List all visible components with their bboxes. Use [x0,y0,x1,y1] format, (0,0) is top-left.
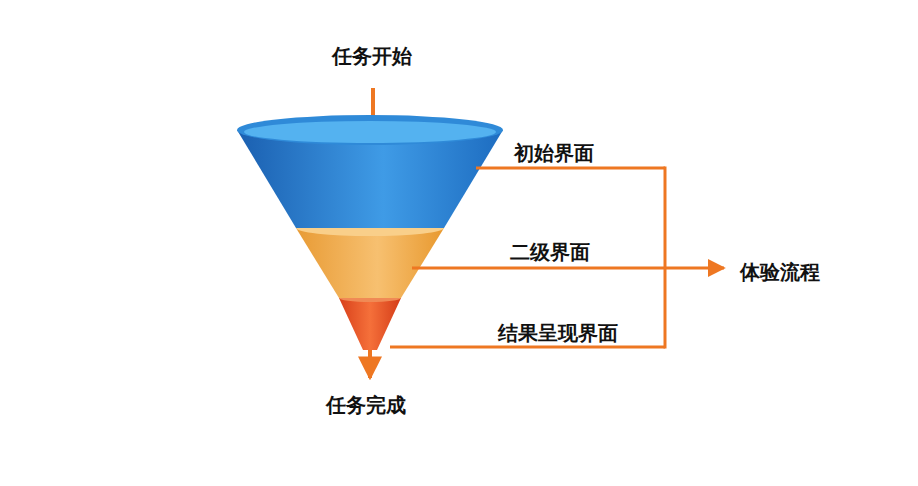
stage-label: 结果呈现界面 [498,321,618,345]
end-label: 任务完成 [326,393,406,417]
stage-label: 二级界面 [510,240,590,264]
flow-label: 体验流程 [740,260,820,284]
start-label: 任务开始 [332,44,412,68]
stage-label: 初始界面 [514,141,594,165]
